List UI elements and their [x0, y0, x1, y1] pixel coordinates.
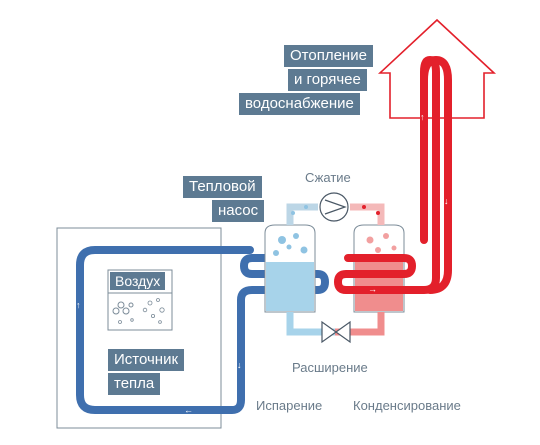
heat-source-label-line1: Источник: [108, 349, 185, 371]
air-label: Воздух: [110, 272, 166, 290]
heating-label-line1: Отопление: [284, 45, 373, 67]
compression-label: Сжатие: [305, 170, 351, 185]
heat-pump-label-line2: насос: [212, 200, 265, 222]
expansion-label: Расширение: [292, 360, 368, 375]
condensation-label: Конденсирование: [353, 398, 461, 413]
evaporation-label: Испарение: [256, 398, 323, 413]
svg-text:←: ←: [184, 405, 193, 415]
heating-label-line2: и горячее: [288, 69, 367, 91]
cold-circuit-pipe: [76, 246, 329, 414]
svg-text:↑: ↑: [420, 112, 425, 122]
svg-text:↓: ↓: [237, 360, 242, 370]
fan-icon: [112, 301, 134, 315]
compressor-icon: [319, 192, 349, 222]
svg-text:←: ←: [297, 252, 306, 262]
heating-label-line3: водоснабжение: [239, 93, 360, 115]
svg-text:↓: ↓: [444, 196, 449, 206]
house-icon: [377, 18, 497, 119]
heat-source-frame: [56, 227, 222, 429]
heat-pump-label-line1: Тепловой: [183, 176, 262, 198]
expansion-valve-icon: [321, 320, 351, 344]
svg-text:→: →: [368, 284, 377, 294]
heat-source-label-line2: тепла: [108, 373, 161, 395]
svg-text:↑: ↑: [76, 300, 81, 310]
